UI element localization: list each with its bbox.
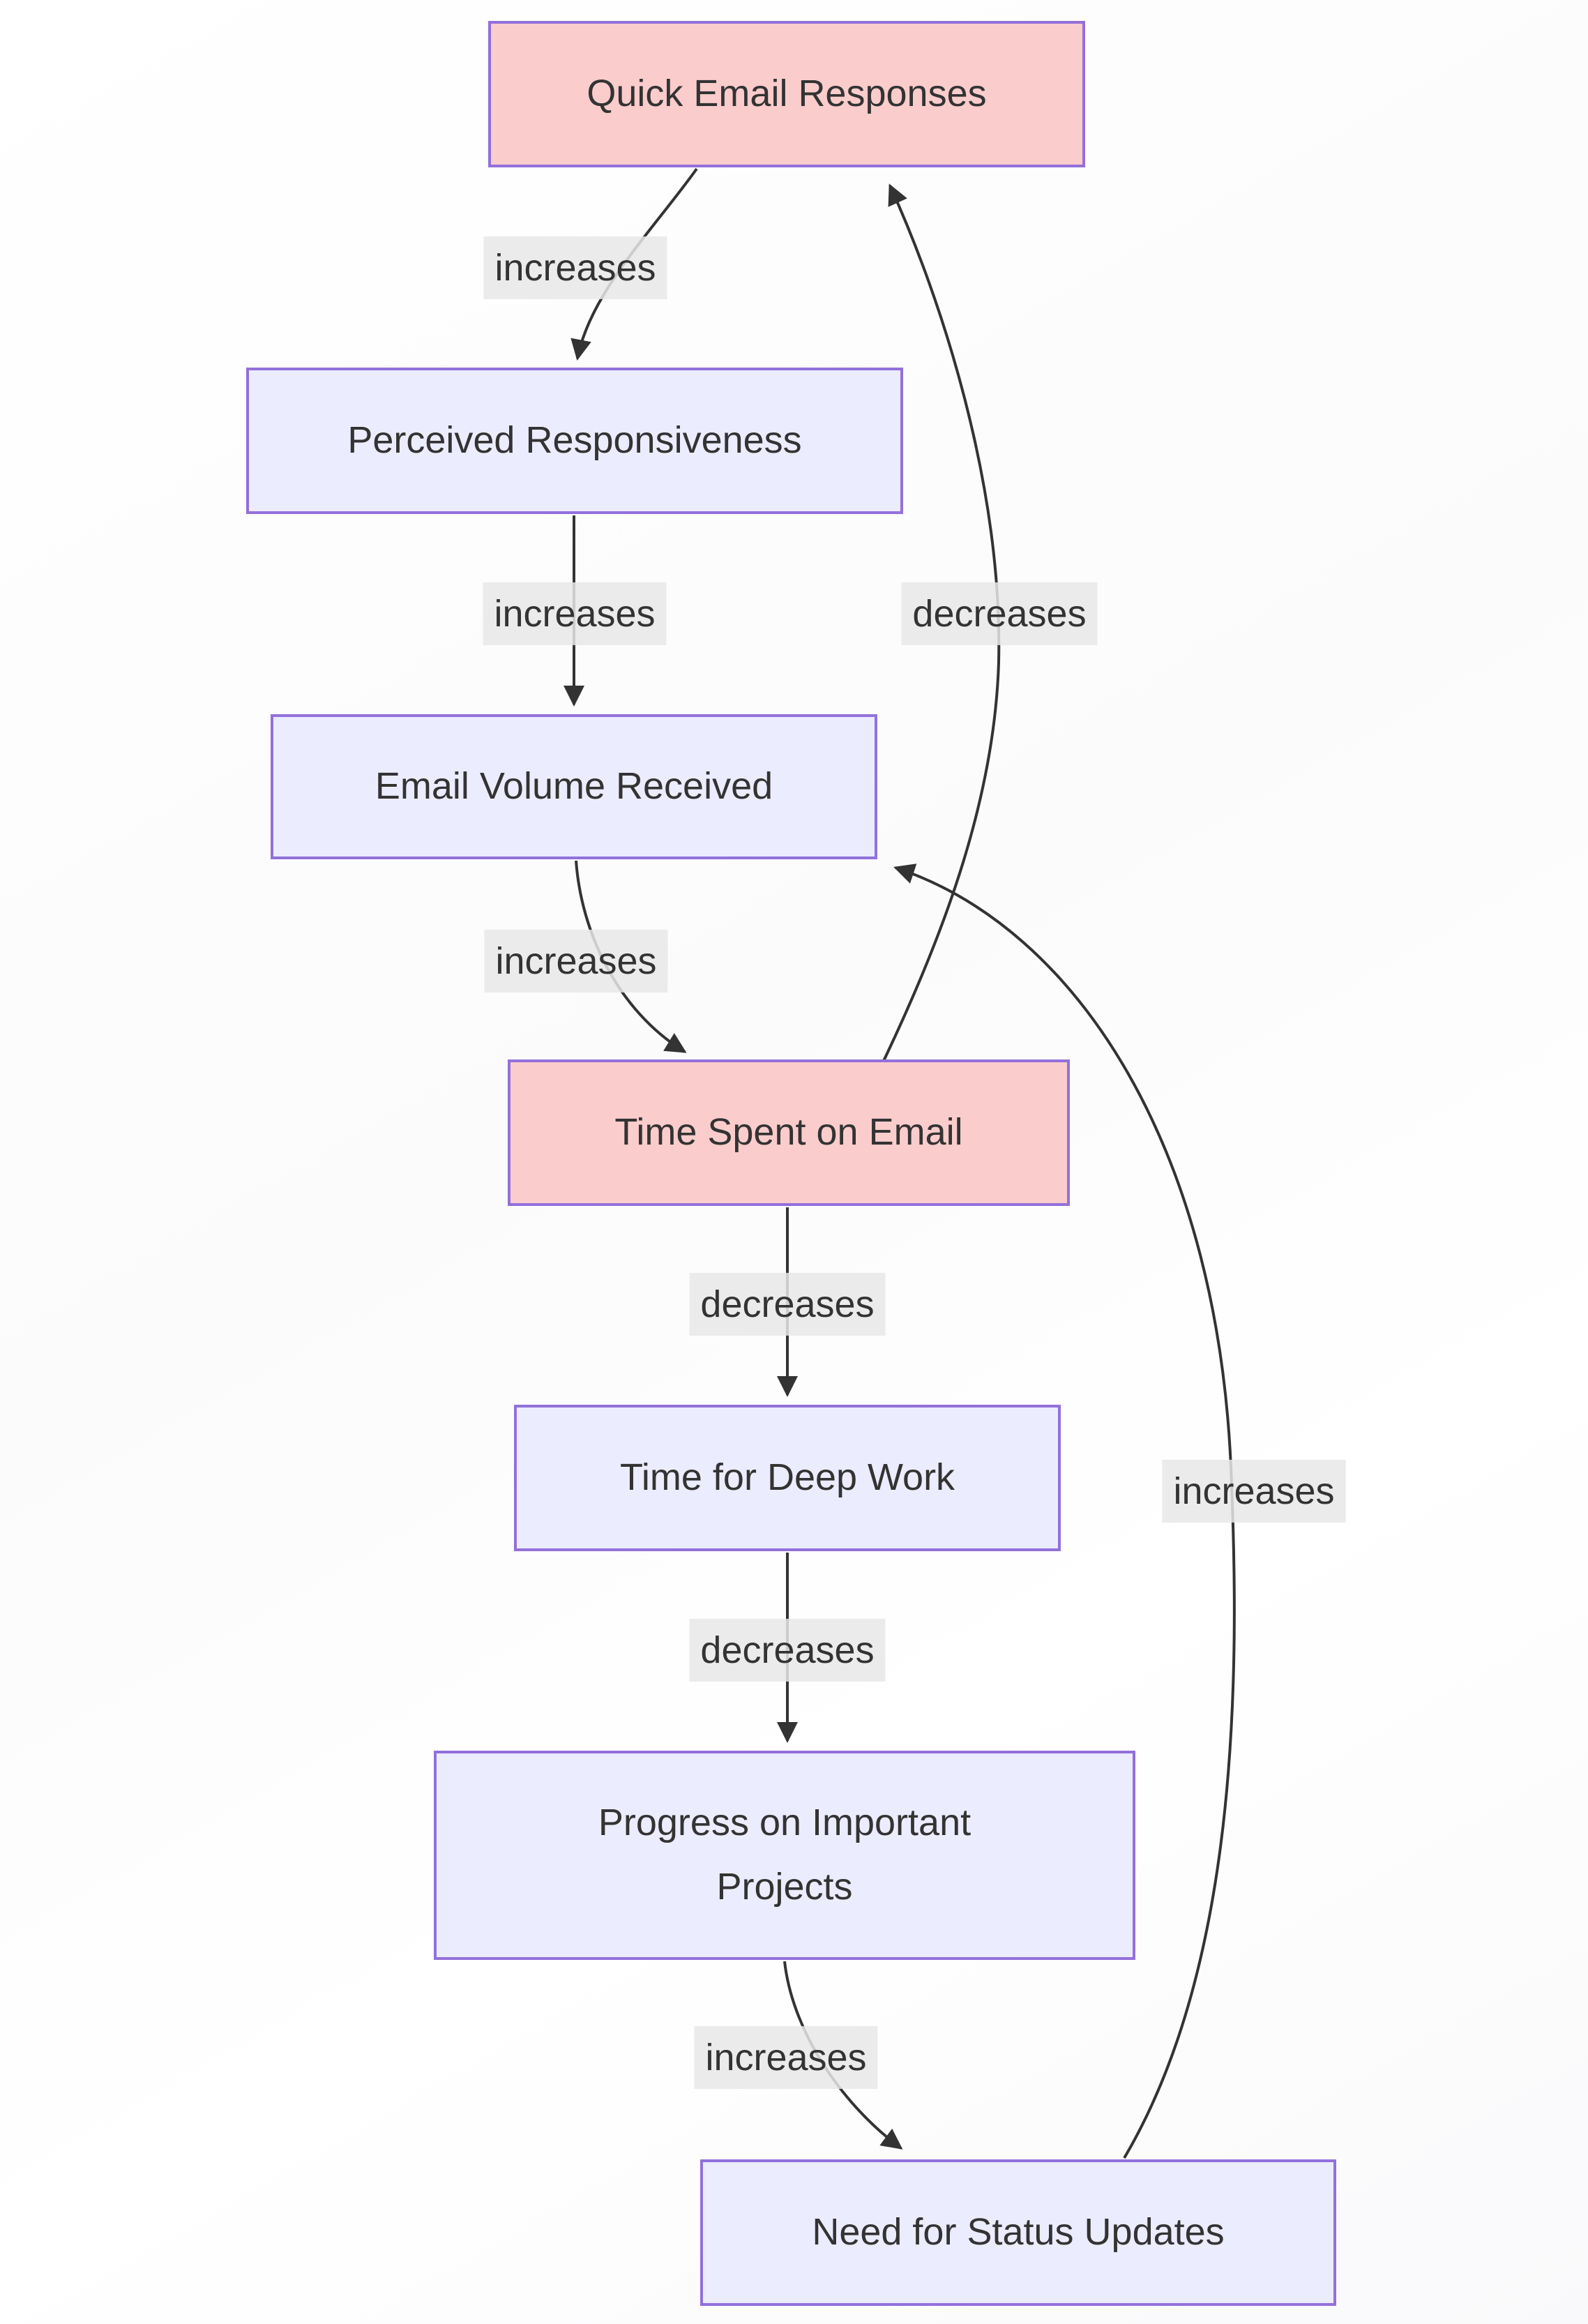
edge-label-deep-work-to-progress: decreases (689, 1618, 886, 1682)
node-need-for-status-updates: Need for Status Updates (700, 2159, 1336, 2306)
node-label: Progress on Important Projects (598, 1802, 971, 1908)
edge-label-time-on-email-to-quick-email: decreases (901, 582, 1098, 646)
edge-label-email-volume-to-time-on-email: increases (484, 929, 668, 993)
edge-label-text: increases (494, 246, 656, 289)
edge-label-perceived-to-email-volume: increases (483, 582, 667, 646)
node-label: Need for Status Updates (812, 2211, 1225, 2254)
node-progress-on-important-projects: Progress on Important Projects (434, 1751, 1135, 1960)
node-label: Quick Email Responses (587, 73, 987, 115)
node-time-for-deep-work: Time for Deep Work (514, 1405, 1061, 1551)
edge-time-on-email-to-quick-email (882, 183, 1001, 1062)
edge-label-progress-to-status-updates: increases (694, 2025, 878, 2090)
edge-label-text: decreases (700, 1283, 875, 1325)
node-label: Perceived Responsiveness (347, 419, 802, 462)
edge-label-time-on-email-to-deep-work: decreases (689, 1272, 886, 1336)
node-time-spent-on-email: Time Spent on Email (508, 1059, 1070, 1206)
edge-label-text: decreases (912, 592, 1087, 635)
edge-label-quick-email-to-perceived: increases (483, 236, 667, 300)
node-email-volume-received: Email Volume Received (271, 714, 877, 859)
edge-label-text: increases (705, 2036, 867, 2078)
node-quick-email-responses: Quick Email Responses (488, 21, 1085, 167)
edge-label-text: increases (495, 940, 657, 982)
edge-label-status-updates-to-email-volume: increases (1162, 1459, 1346, 1523)
node-perceived-responsiveness: Perceived Responsiveness (246, 368, 903, 514)
edge-label-text: decreases (700, 1629, 875, 1671)
edge-label-text: increases (1173, 1470, 1335, 1512)
edge-label-text: increases (494, 592, 656, 635)
node-label: Time for Deep Work (619, 1456, 955, 1499)
node-label: Email Volume Received (375, 765, 773, 808)
node-label: Time Spent on Email (614, 1111, 963, 1154)
